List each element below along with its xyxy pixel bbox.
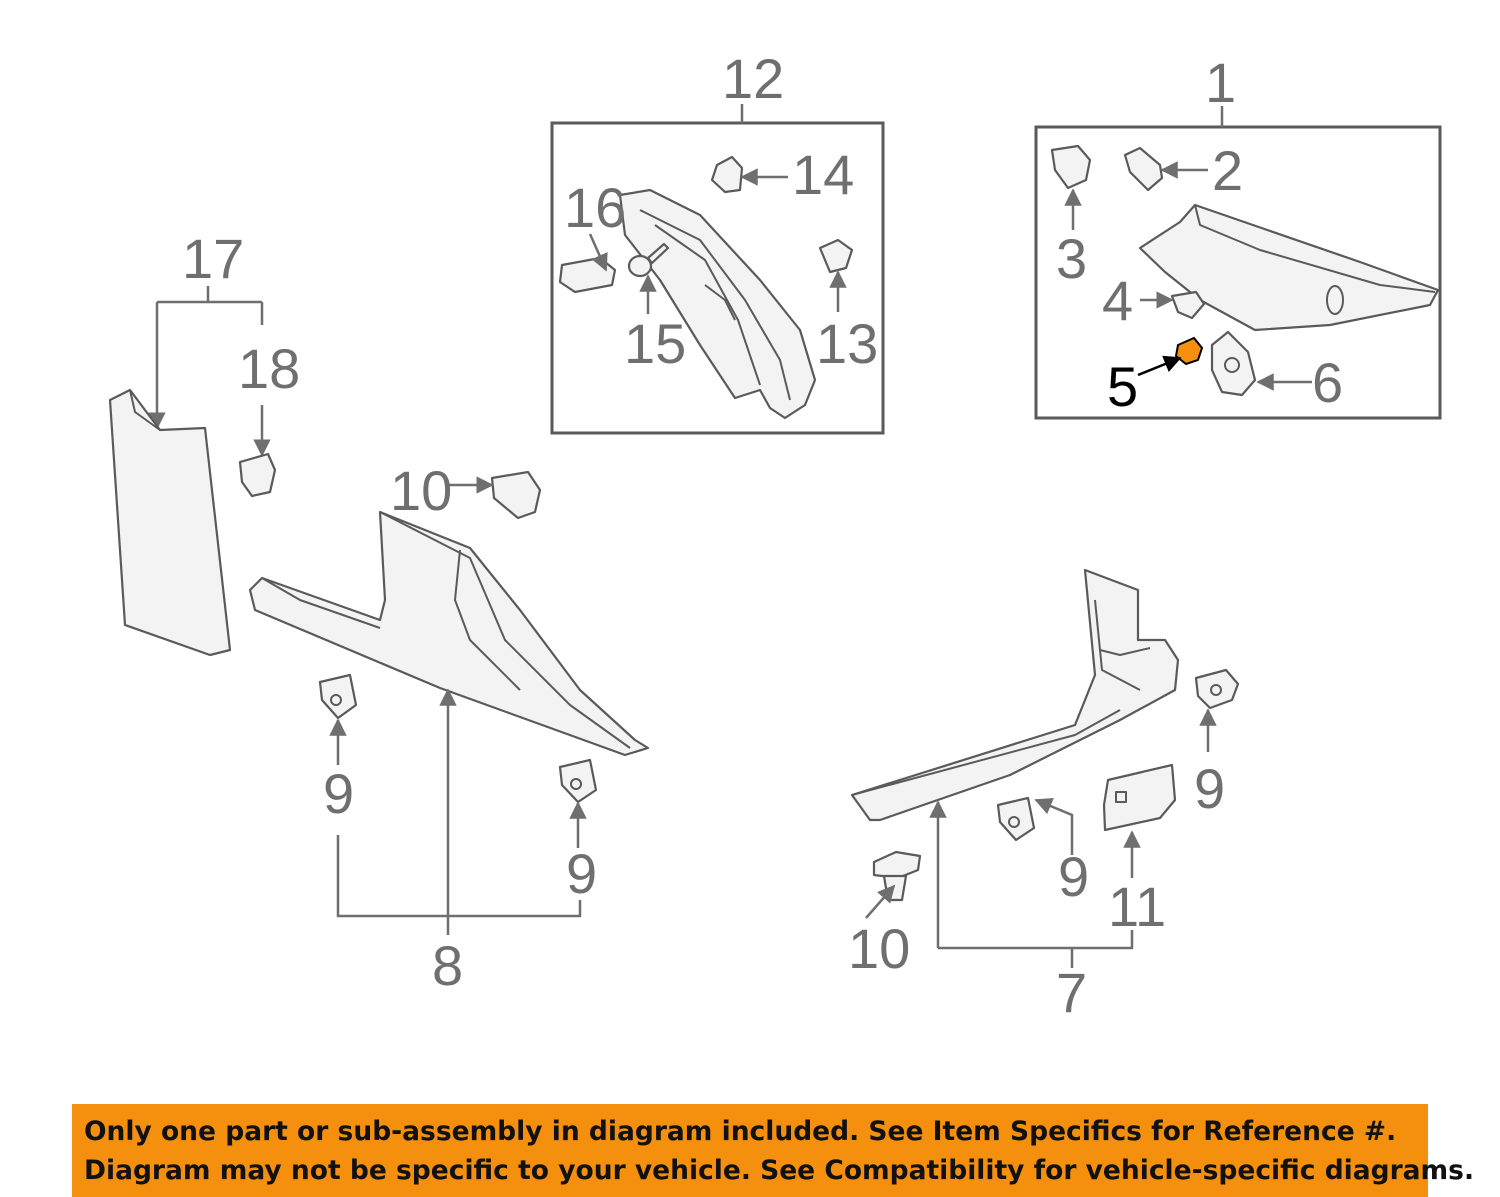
callout-5: 5 — [1107, 355, 1138, 418]
box-12-frame — [550, 121, 885, 435]
callout-11: 11 — [1108, 875, 1166, 938]
callout-16: 16 — [564, 176, 626, 239]
bracket-6-part — [1210, 330, 1257, 397]
disclaimer-line-1: Only one part or sub-assembly in diagram… — [84, 1116, 1397, 1147]
clip-13-part — [818, 238, 854, 274]
callout-14: 14 — [792, 143, 854, 206]
callout-9b: 9 — [566, 842, 597, 905]
clip-14-part — [710, 155, 744, 194]
callout-15: 15 — [624, 312, 686, 375]
callout-18: 18 — [238, 337, 300, 400]
clip-10-right-part — [872, 850, 922, 902]
callout-9a: 9 — [323, 762, 354, 825]
callout-8: 8 — [432, 934, 463, 997]
callout-10a: 10 — [390, 459, 452, 522]
leader-8-bracket — [336, 835, 582, 918]
callout-17: 17 — [182, 227, 244, 290]
disclaimer-line-2: Diagram may not be specific to your vehi… — [84, 1155, 1475, 1186]
callout-3: 3 — [1056, 227, 1087, 290]
clip-9-mid-part — [996, 796, 1036, 842]
clip-10-left-part — [490, 470, 542, 520]
leader-9c — [1034, 797, 1074, 855]
callout-9d: 9 — [1194, 757, 1225, 820]
clip-9-far-part — [1194, 668, 1240, 710]
leader-10b — [865, 884, 896, 919]
cover-11-part — [1102, 763, 1177, 832]
callout-13: 13 — [816, 312, 878, 375]
callout-10b: 10 — [848, 917, 910, 980]
clip-9-right-part — [558, 758, 598, 804]
quarter-trim-part — [1138, 203, 1440, 332]
callout-4: 4 — [1102, 269, 1133, 332]
clip-18-part — [238, 452, 277, 498]
leader-5 — [1137, 355, 1182, 377]
disclaimer-banner: Only one part or sub-assembly in diagram… — [72, 1104, 1475, 1197]
cap-16-part — [558, 256, 617, 294]
sill-plate-7-part — [850, 568, 1180, 822]
callout-7: 7 — [1056, 961, 1087, 1024]
box-1-frame — [1034, 125, 1442, 420]
callout-9c: 9 — [1058, 845, 1089, 908]
fastener-4-part — [1170, 290, 1206, 320]
leader-16 — [588, 233, 608, 272]
sill-plate-8-part — [248, 510, 650, 757]
clip-3-part — [1050, 144, 1092, 190]
screw-15-part — [627, 242, 670, 278]
pillar-trim-part — [618, 188, 817, 420]
leader-7-bracket — [938, 930, 1134, 968]
callout-12: 12 — [722, 47, 784, 110]
callout-6: 6 — [1312, 351, 1343, 414]
callout-1: 1 — [1205, 51, 1236, 114]
lower-pillar-17-part — [108, 388, 232, 657]
clip-9-left-part — [318, 673, 358, 720]
leader-17-bracket — [157, 286, 264, 325]
callout-2: 2 — [1212, 139, 1243, 202]
clip-2-part — [1123, 146, 1164, 192]
clip-5-part-highlighted — [1174, 336, 1204, 366]
